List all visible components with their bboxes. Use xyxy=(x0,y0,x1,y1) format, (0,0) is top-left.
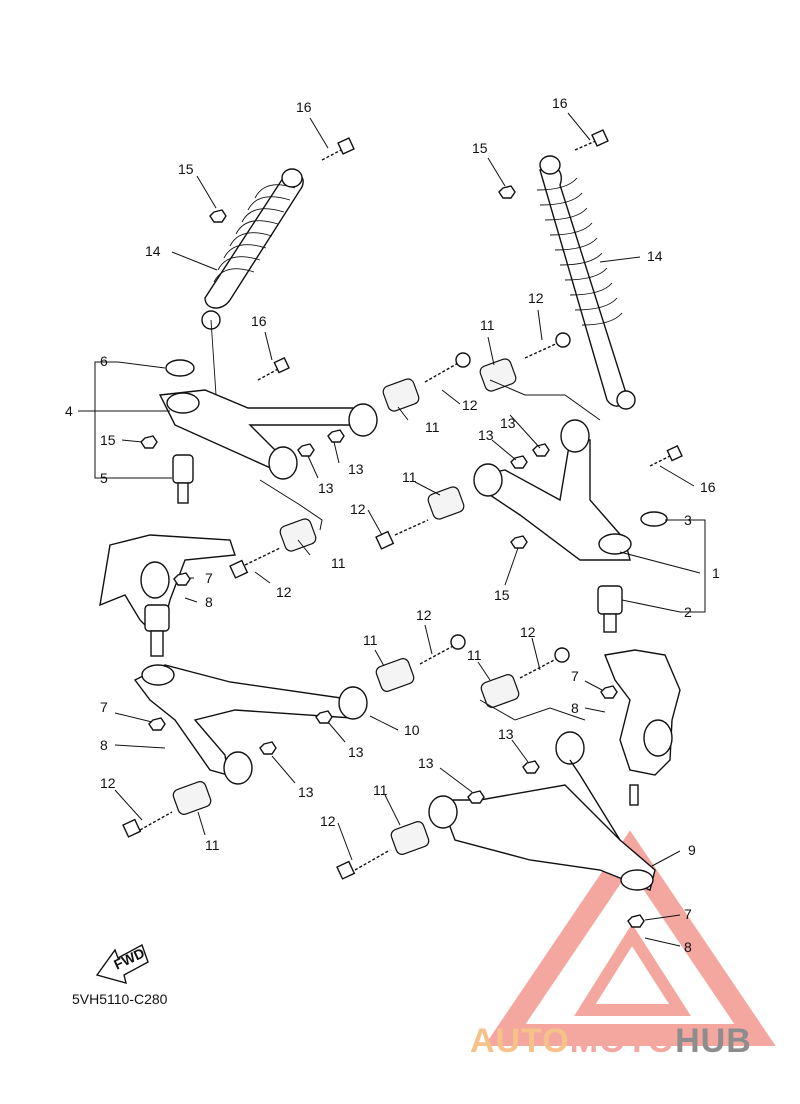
callout-13-right-lower-a: 13 xyxy=(498,726,514,742)
callout-12-left-lower-rear: 12 xyxy=(100,775,116,791)
callout-15-left-mid: 15 xyxy=(100,432,116,448)
callout-8-left-lower: 8 xyxy=(100,737,108,753)
callout-11-right-upper-rear: 11 xyxy=(402,469,417,485)
right-upper-ball-joint xyxy=(597,585,623,633)
right-shock-absorber xyxy=(536,155,636,410)
right-upper-circlip xyxy=(640,511,668,527)
left-upper-rear-bushing xyxy=(279,518,317,552)
right-lower-arm xyxy=(428,731,656,891)
watermark-part-hub: HUB xyxy=(675,1022,752,1060)
callout-12-right-upper-front: 12 xyxy=(528,290,544,306)
callout-11-right-lower-front: 11 xyxy=(467,647,482,663)
right-upper-bolt-right xyxy=(649,445,683,467)
diagram-code: 5VH5110-C280 xyxy=(72,991,168,1007)
callout-13-left-upper-b: 13 xyxy=(318,480,334,496)
left-lower-front-bushing xyxy=(375,634,466,692)
callout-13-left-lower-a: 13 xyxy=(348,744,364,760)
right-lower-rear-bushing xyxy=(336,821,430,880)
watermark-text: AUTOMOTOHUB xyxy=(470,1022,752,1060)
callout-labels: 16 15 14 16 6 4 15 5 11 11 13 13 12 7 8 … xyxy=(65,95,720,955)
lower-brackets xyxy=(479,699,586,721)
callout-5: 5 xyxy=(100,470,108,486)
callout-12-right-upper-rear: 12 xyxy=(350,501,366,517)
callout-3: 3 xyxy=(684,512,692,528)
callout-2: 2 xyxy=(684,604,692,620)
callout-11-left-upper-front: 11 xyxy=(425,419,440,435)
callout-8-right-lower: 8 xyxy=(684,939,692,955)
left-shock-absorber xyxy=(201,168,304,396)
callout-14-right: 14 xyxy=(647,248,663,264)
left-upper-bolt-top xyxy=(257,357,290,381)
watermark-part-auto: AUTO xyxy=(470,1022,570,1060)
callout-12-right-lower-rear: 12 xyxy=(320,813,336,829)
callout-12-left-upper: 12 xyxy=(276,584,292,600)
callout-13-left-lower-b: 13 xyxy=(298,784,314,800)
left-lower-rear-bushing xyxy=(122,781,212,838)
left-upper-front-bushing xyxy=(382,352,471,412)
right-upper-nut xyxy=(510,535,528,549)
left-lower-arm xyxy=(133,664,368,785)
callout-12-right-upper-mid: 12 xyxy=(462,397,478,413)
callout-13-right-lower-b: 13 xyxy=(418,755,434,771)
callout-13-right-upper-a: 13 xyxy=(500,415,516,431)
left-upper-nut xyxy=(140,435,158,449)
right-lower-front-bushing xyxy=(480,647,570,708)
callout-7-right-lower: 7 xyxy=(684,906,692,922)
left-upper-brackets xyxy=(259,479,323,531)
callout-15-left-top: 15 xyxy=(178,161,194,177)
watermark-part-moto: MOTO xyxy=(570,1022,675,1060)
callout-15-right-top: 15 xyxy=(472,140,488,156)
left-shock-bolt xyxy=(321,137,355,161)
callout-12-left-lower-front: 12 xyxy=(416,607,432,623)
left-upper-rear-bolt xyxy=(229,547,281,579)
right-shock-nut xyxy=(498,185,516,199)
callout-1: 1 xyxy=(712,565,720,581)
callout-11-right-upper-front: 11 xyxy=(480,317,495,333)
callout-11-right-lower-rear: 11 xyxy=(373,782,388,798)
callout-13-left-upper-a: 13 xyxy=(348,461,364,477)
callout-15-right-mid: 15 xyxy=(494,587,510,603)
callout-6: 6 xyxy=(100,353,108,369)
callout-13-right-upper-b: 13 xyxy=(478,427,494,443)
left-upper-ball-joint xyxy=(172,454,194,504)
callout-11-left-lower-front: 11 xyxy=(363,632,378,648)
callout-8-right-knuckle: 8 xyxy=(571,700,579,716)
left-upper-circlip xyxy=(165,359,195,377)
left-upper-arm xyxy=(158,389,378,480)
left-steering-knuckle xyxy=(99,534,236,657)
callout-9: 9 xyxy=(688,842,696,858)
right-lower-small-nuts xyxy=(467,760,645,928)
left-shock-nut xyxy=(209,209,227,223)
right-steering-knuckle xyxy=(600,649,681,806)
callout-7-right-knuckle: 7 xyxy=(571,668,579,684)
callout-4: 4 xyxy=(65,403,73,419)
callout-11-left-upper-rear: 11 xyxy=(331,555,346,571)
right-upper-rear-bushing xyxy=(375,486,465,550)
callout-16-right-mid: 16 xyxy=(700,479,716,495)
callout-12-right-lower-front: 12 xyxy=(520,624,536,640)
left-lower-small-nuts xyxy=(148,710,333,755)
callout-16-left-top: 16 xyxy=(296,99,312,115)
watermark-triangle xyxy=(484,830,776,1046)
callout-10: 10 xyxy=(404,722,420,738)
right-upper-small-nuts xyxy=(510,443,550,469)
callout-8-left-upper: 8 xyxy=(205,594,213,610)
right-upper-front-bushing xyxy=(479,332,571,392)
right-shock-bolt xyxy=(574,129,609,151)
leader-lines xyxy=(78,112,706,947)
right-upper-arm xyxy=(473,419,632,561)
watermark-logo: AUTOMOTOHUB xyxy=(470,1022,752,1060)
fwd-arrow: FWD xyxy=(95,943,149,984)
left-upper-small-nuts xyxy=(297,429,345,457)
callout-7-left-upper: 7 xyxy=(205,570,213,586)
callout-16-right-top: 16 xyxy=(552,95,568,111)
callout-16-left-mid: 16 xyxy=(251,313,267,329)
callout-7-left-lower: 7 xyxy=(100,699,108,715)
callout-14-left: 14 xyxy=(145,243,161,259)
callout-11-left-lower-rear: 11 xyxy=(205,837,220,853)
right-upper-brackets xyxy=(489,379,601,421)
